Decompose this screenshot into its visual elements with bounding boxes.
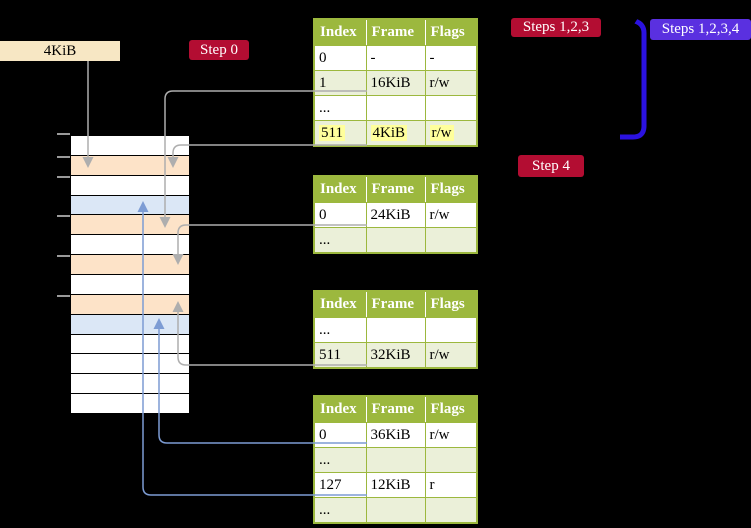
- table-cell: [365, 447, 426, 473]
- memory-strip: [70, 135, 190, 414]
- table-cell: ...: [313, 497, 367, 524]
- table-row: ...: [313, 227, 478, 254]
- column-header-flags: Flags: [424, 395, 478, 423]
- table-cell: -: [365, 45, 426, 71]
- table-cell: [365, 497, 426, 524]
- steps-123-badge: Steps 1,2,3: [511, 18, 601, 37]
- table-cell: 12KiB: [365, 472, 426, 498]
- column-header-index: Index: [313, 175, 367, 203]
- memory-address-label: 4KiB: [0, 41, 120, 61]
- frame-row-10-white: [71, 334, 189, 355]
- table-cell: 32KiB: [365, 342, 426, 369]
- column-header-flags: Flags: [424, 175, 478, 203]
- entry511-marker: [479, 130, 484, 139]
- table-cell: 24KiB: [365, 202, 426, 228]
- column-header-frame: Frame: [365, 290, 426, 318]
- table-cell: 127: [313, 472, 367, 498]
- table-cell: r/w: [424, 202, 478, 228]
- table-cell: r: [424, 472, 478, 498]
- table-cell: 511: [313, 120, 367, 147]
- frame-row-9-blue: [71, 314, 189, 335]
- table-cell: r/w: [424, 120, 478, 147]
- frame-row-12-white: [71, 374, 189, 395]
- strip-tick-marks: [57, 133, 70, 297]
- frame-row-11-white: [71, 354, 189, 375]
- table-cell: ...: [313, 317, 367, 343]
- table-cell: ...: [313, 447, 367, 473]
- column-header-frame: Frame: [365, 18, 426, 46]
- step0-badge: Step 0: [189, 40, 249, 60]
- frame-row-6-peach: [71, 255, 189, 276]
- table-cell: r/w: [424, 70, 478, 96]
- table-cell: [424, 447, 478, 473]
- table-cell: ...: [313, 95, 367, 121]
- table-cell: [365, 317, 426, 343]
- frame-row-1-peach: [71, 155, 189, 176]
- arrow-recursive-loop: [620, 14, 647, 140]
- column-header-index: Index: [313, 290, 367, 318]
- table-cell: ...: [313, 227, 367, 254]
- table-row: ...: [313, 317, 478, 343]
- frame-row-5-white: [71, 235, 189, 256]
- column-header-flags: Flags: [424, 290, 478, 318]
- table-cell: 511: [313, 342, 367, 369]
- table-cell: [365, 227, 426, 254]
- steps-1234-badge: Steps 1,2,3,4: [650, 19, 751, 40]
- column-header-index: Index: [313, 18, 367, 46]
- table-cell: [424, 317, 478, 343]
- table-cell: 0: [313, 422, 367, 448]
- table-cell: 4KiB: [365, 120, 426, 147]
- frame-row-3-blue: [71, 195, 189, 216]
- column-header-index: Index: [313, 395, 367, 423]
- table-cell: 1: [313, 70, 367, 96]
- frame-row-2-white: [71, 175, 189, 196]
- frame-row-7-white: [71, 275, 189, 295]
- table-row: ...: [313, 447, 478, 473]
- table-cell: [424, 497, 478, 524]
- table-cell: r/w: [424, 422, 478, 448]
- column-header-frame: Frame: [365, 395, 426, 423]
- table-cell: [365, 95, 426, 121]
- frame-row-0-white: [71, 136, 189, 156]
- table-row: ...: [313, 497, 478, 524]
- table-cell: 16KiB: [365, 70, 426, 96]
- table-cell: 0: [313, 45, 367, 71]
- column-header-flags: Flags: [424, 18, 478, 46]
- table-cell: 0: [313, 202, 367, 228]
- table-cell: -: [424, 45, 478, 71]
- table-row: 0--: [313, 45, 478, 71]
- frame-row-4-peach: [71, 215, 189, 236]
- table-row: ...: [313, 95, 478, 121]
- table-cell: [424, 227, 478, 254]
- frame-row-8-peach: [71, 294, 189, 315]
- table-cell: r/w: [424, 342, 478, 369]
- column-header-frame: Frame: [365, 175, 426, 203]
- table-cell: [424, 95, 478, 121]
- frame-row-13-white: [71, 394, 189, 414]
- arrow-l4-entry511-to-4kib: [167, 144, 367, 168]
- step4-badge: Step 4: [518, 155, 584, 177]
- table-cell: 36KiB: [365, 422, 426, 448]
